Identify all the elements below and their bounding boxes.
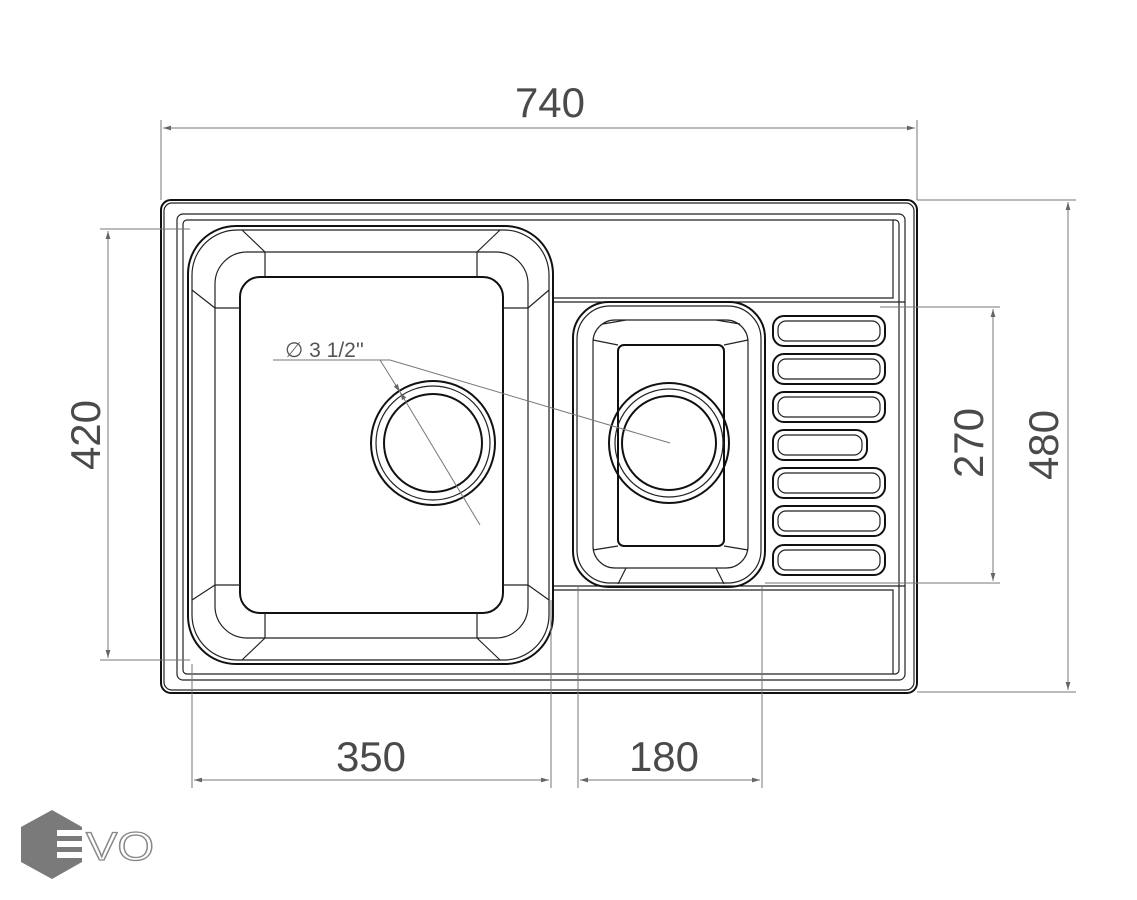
logo-text: VO	[86, 825, 154, 869]
drainboard-slots	[772, 315, 886, 576]
dim-main-bowl-depth: 420	[62, 400, 109, 470]
main-bowl	[187, 225, 554, 665]
main-drain	[370, 380, 496, 506]
dim-drain-diameter: ∅ 3 1/2''	[285, 339, 364, 362]
dim-overall-depth: 480	[1020, 410, 1067, 480]
dimension-lines	[100, 120, 1076, 788]
evo-logo: VO	[21, 810, 155, 879]
dim-main-bowl-width: 350	[336, 733, 406, 780]
sink-body	[160, 199, 918, 694]
dim-small-bowl-depth: 270	[945, 408, 992, 478]
small-drain	[608, 382, 730, 504]
dim-overall-width: 740	[515, 79, 585, 126]
small-bowl	[572, 301, 766, 588]
dim-small-bowl-width: 180	[629, 733, 699, 780]
